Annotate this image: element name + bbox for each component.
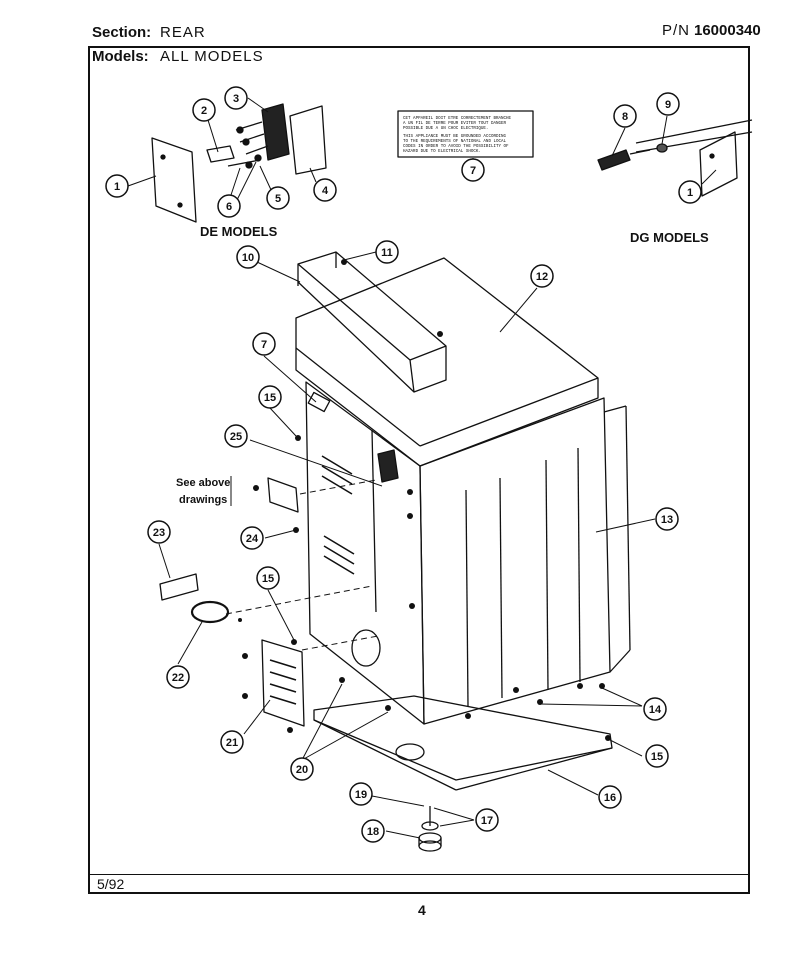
see-above-line-1: See above [176, 477, 230, 489]
access-panel [261, 639, 305, 727]
control-console [297, 251, 447, 393]
section-label: Section: [92, 24, 152, 41]
warning-label [397, 110, 534, 158]
callout-5: 5 [275, 193, 281, 205]
callout-12: 12 [536, 271, 548, 283]
see-above-line-2: drawings [179, 494, 227, 506]
callout-1: 1 [114, 181, 120, 193]
callout-9: 9 [665, 99, 671, 111]
dg-power-cord-plug [597, 149, 631, 171]
footer-divider [90, 874, 748, 875]
callout-15: 15 [262, 573, 274, 585]
warning-text-line: POSSIBLE DUE A UN CHOC ELECTRIQUE. [403, 127, 488, 131]
callout-10: 10 [242, 252, 254, 264]
models-value: ALL MODELS [160, 48, 264, 65]
de-strain-relief [289, 105, 327, 175]
callout-17: 17 [481, 815, 493, 827]
models-label: Models: [92, 48, 149, 65]
warning-text-line: A UN FIL DE TERRE POUR EVITER TOUT DANGE… [403, 122, 507, 126]
warning-text-line: CET APPAREIL DOIT ETRE CORRECTEMENT BRAN… [403, 117, 512, 121]
warning-text-line: CODES IN ORDER TO AVOID THE POSSIBILITY … [403, 145, 509, 149]
de-terminal-cover [151, 137, 197, 223]
callout-7: 7 [261, 339, 267, 351]
callout-6: 6 [226, 201, 232, 213]
warning-text-line: HAZARD DUE TO ELECTRICAL SHOCK. [403, 150, 481, 154]
pn-label: P/N [662, 22, 691, 39]
callout-4: 4 [322, 185, 329, 197]
callout-1: 1 [687, 187, 693, 199]
exhaust-clamp-band [190, 600, 230, 624]
callout-21: 21 [226, 737, 238, 749]
callout-2: 2 [201, 105, 207, 117]
callout-13: 13 [661, 514, 673, 526]
dg-models-label: DG MODELS [630, 230, 709, 245]
warning-text-line: TO THE REQUIREMENTS OF NATIONAL AND LOCA… [403, 140, 507, 144]
callout-8: 8 [622, 111, 628, 123]
callout-15: 15 [651, 751, 663, 763]
de-terminal-block [206, 145, 235, 163]
warning-text-line: THIS APPLIANCE MUST BE GROUNDED ACCORDIN… [403, 135, 507, 139]
footer-date: 5/92 [97, 876, 125, 892]
callout-22: 22 [172, 672, 184, 684]
rear-terminal-block [377, 449, 399, 483]
cord-clamp [159, 573, 199, 601]
dryer-top-panel [295, 257, 599, 467]
callout-7: 7 [470, 165, 476, 177]
section-value: REAR [160, 24, 206, 41]
callout-23: 23 [153, 527, 165, 539]
rear-panel [305, 381, 425, 725]
dryer-base [313, 695, 613, 781]
callout-18: 18 [367, 826, 379, 838]
callout-24: 24 [246, 533, 259, 545]
de-terminal-box [261, 103, 290, 161]
side-panel [419, 397, 611, 725]
callout-16: 16 [604, 792, 616, 804]
callout-14: 14 [649, 704, 662, 716]
callout-20: 20 [296, 764, 308, 776]
callout-19: 19 [355, 789, 367, 801]
pn-value: 16000340 [694, 22, 761, 39]
callout-25: 25 [230, 431, 242, 443]
exhaust-opening [351, 629, 381, 667]
callout-11: 11 [381, 247, 393, 259]
callout-15: 15 [264, 392, 276, 404]
diagram-frame [88, 46, 750, 894]
dg-terminal-cover [699, 131, 738, 197]
callout-3: 3 [233, 93, 239, 105]
terminal-cover-bracket [267, 477, 299, 513]
de-models-label: DE MODELS [200, 224, 278, 239]
page-number: 4 [418, 902, 426, 918]
